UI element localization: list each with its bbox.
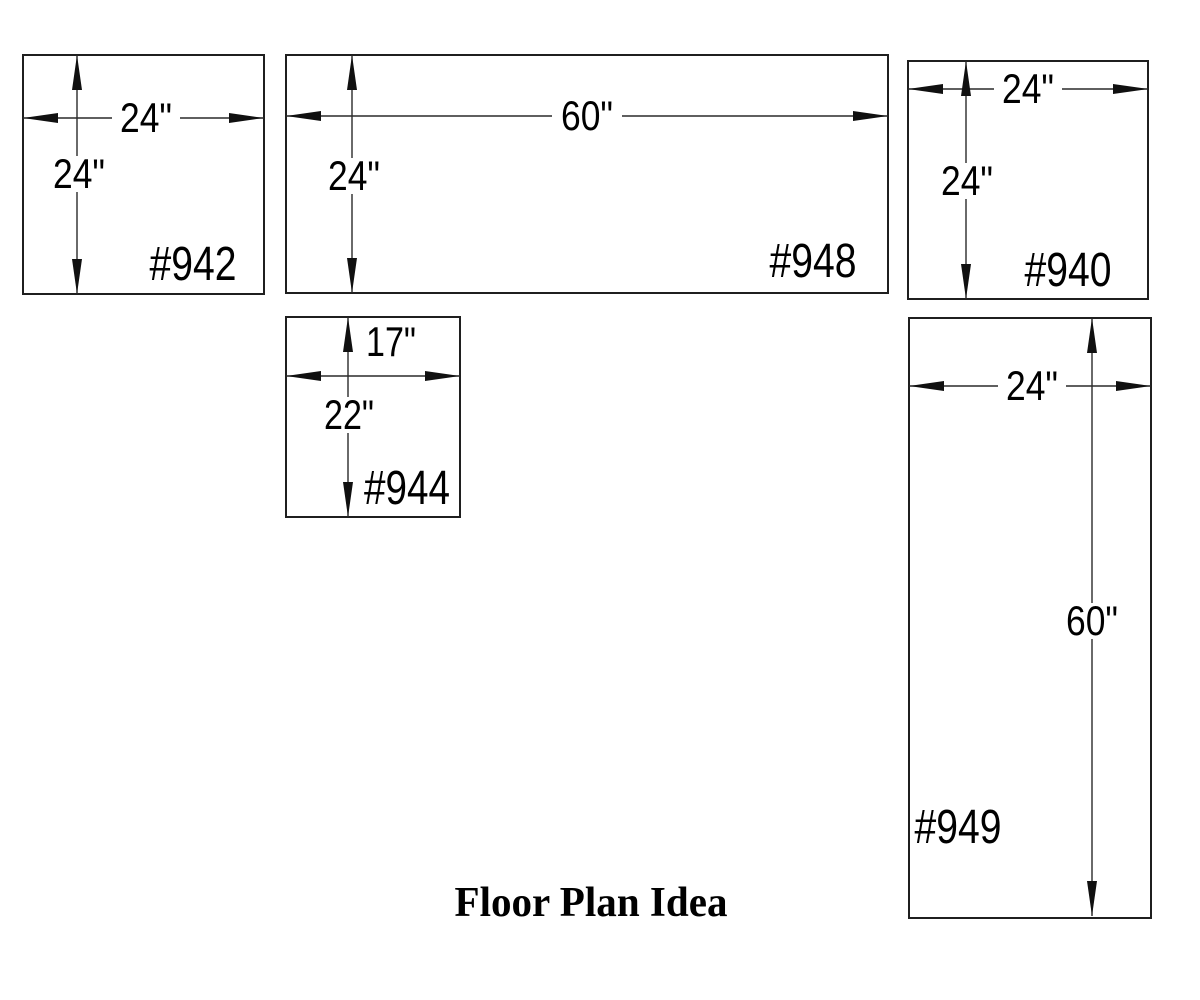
arrow-left-icon xyxy=(23,113,58,123)
dim-label-mask xyxy=(998,368,1066,404)
unit-949-id-label: #949 xyxy=(915,801,1002,854)
unit-949-height-label: 60" xyxy=(1066,597,1118,644)
dim-label-mask xyxy=(994,71,1062,107)
arrow-down-icon xyxy=(347,258,357,293)
unit-942-width-label: 24" xyxy=(120,94,172,141)
arrow-left-icon xyxy=(286,371,321,381)
unit-940-width-label: 24" xyxy=(1002,65,1054,112)
arrow-right-icon xyxy=(425,371,460,381)
dim-label-mask xyxy=(1058,603,1126,639)
arrow-down-icon xyxy=(72,259,82,294)
diagram-title: Floor Plan Idea xyxy=(455,880,728,926)
dim-label-mask xyxy=(112,100,180,136)
unit-948-height-label: 24" xyxy=(328,152,380,199)
arrow-left-icon xyxy=(286,111,321,121)
arrow-down-icon xyxy=(961,264,971,299)
unit-944-width-label: 17" xyxy=(366,318,416,365)
dim-label-mask xyxy=(45,156,113,192)
unit-940: 24" 24" #940 xyxy=(907,60,1149,300)
unit-944-height-label: 22" xyxy=(324,391,374,438)
unit-940-id-label: #940 xyxy=(1025,244,1112,297)
unit-942: 24" 24" #942 xyxy=(22,54,265,295)
arrow-up-icon xyxy=(343,317,353,352)
arrow-right-icon xyxy=(229,113,264,123)
unit-942-id-label: #942 xyxy=(150,238,237,291)
unit-940-height-label: 24" xyxy=(941,157,993,204)
dim-label-mask xyxy=(320,158,388,194)
arrow-right-icon xyxy=(1113,84,1148,94)
dim-label-mask xyxy=(315,397,383,433)
arrow-left-icon xyxy=(909,381,944,391)
arrow-right-icon xyxy=(1116,381,1151,391)
arrow-up-icon xyxy=(72,55,82,90)
unit-948-id-label: #948 xyxy=(770,235,857,288)
arrow-up-icon xyxy=(347,55,357,90)
unit-949: 24" 60" #949 xyxy=(908,317,1152,919)
arrow-up-icon xyxy=(1087,318,1097,353)
arrow-left-icon xyxy=(908,84,943,94)
arrow-right-icon xyxy=(853,111,888,121)
unit-948: 60" 24" #948 xyxy=(285,54,889,294)
arrow-down-icon xyxy=(1087,881,1097,916)
unit-948-width-label: 60" xyxy=(561,92,613,139)
unit-944: 17" 22" #944 xyxy=(285,316,461,518)
unit-949-width-label: 24" xyxy=(1006,362,1058,409)
unit-944-id-label: #944 xyxy=(364,462,450,515)
dim-label-mask xyxy=(552,98,622,134)
arrow-up-icon xyxy=(961,61,971,96)
arrow-down-icon xyxy=(343,482,353,517)
dim-label-mask xyxy=(933,163,1001,199)
unit-942-height-label: 24" xyxy=(53,150,105,197)
